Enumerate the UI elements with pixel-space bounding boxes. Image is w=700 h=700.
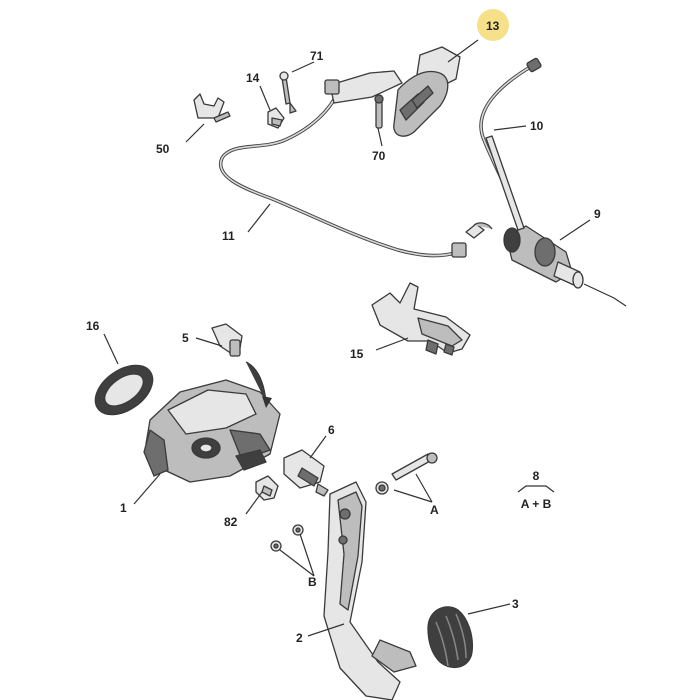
callout-10: 10 [530,119,544,133]
clip-82 [255,475,279,501]
rod-5 [211,323,272,408]
bolt-71 [279,71,297,114]
pedal-pad-3 [427,606,474,669]
seal-16 [94,364,154,416]
pedal-bracket-1 [143,379,281,483]
callout-labels: 13 71 14 50 70 10 11 9 15 16 5 6 1 82 A … [86,9,601,645]
nut-b [270,524,304,552]
pedal-lever-2 [323,481,417,700]
callout-50: 50 [156,142,170,156]
bracket-15 [371,282,471,356]
callout-5: 5 [182,331,189,345]
callout-2: 2 [296,631,303,645]
bracket-50 [193,93,231,123]
callout-16: 16 [86,319,100,333]
callout-70: 70 [372,149,386,163]
callout-71: 71 [310,49,324,63]
callout-15: 15 [350,347,364,361]
legend-kit-contents: A + B [521,497,552,511]
slave-cylinder-9 [479,57,627,307]
leader-lines [103,61,591,637]
legend-bracket [517,485,555,493]
pipe-10 [485,135,525,231]
switch-6 [283,449,329,497]
legend-kit: 8 A + B [517,469,555,511]
pin-70 [374,94,384,129]
callout-14: 14 [246,71,260,85]
callout-13-highlight [477,9,509,41]
callout-1: 1 [120,501,127,515]
callout-6: 6 [328,423,335,437]
callout-11: 11 [222,229,235,243]
bolt-a [375,452,438,495]
callout-82: 82 [224,515,238,529]
callout-b: B [308,575,317,589]
callout-a: A [430,503,439,517]
legend-kit-number: 8 [533,469,540,483]
master-cylinder-13 [324,39,479,137]
clutch-hose-11 [218,90,493,258]
callout-13: 13 [486,19,500,33]
callout-3: 3 [512,597,519,611]
callout-9: 9 [594,207,601,221]
clip-14 [267,107,285,129]
